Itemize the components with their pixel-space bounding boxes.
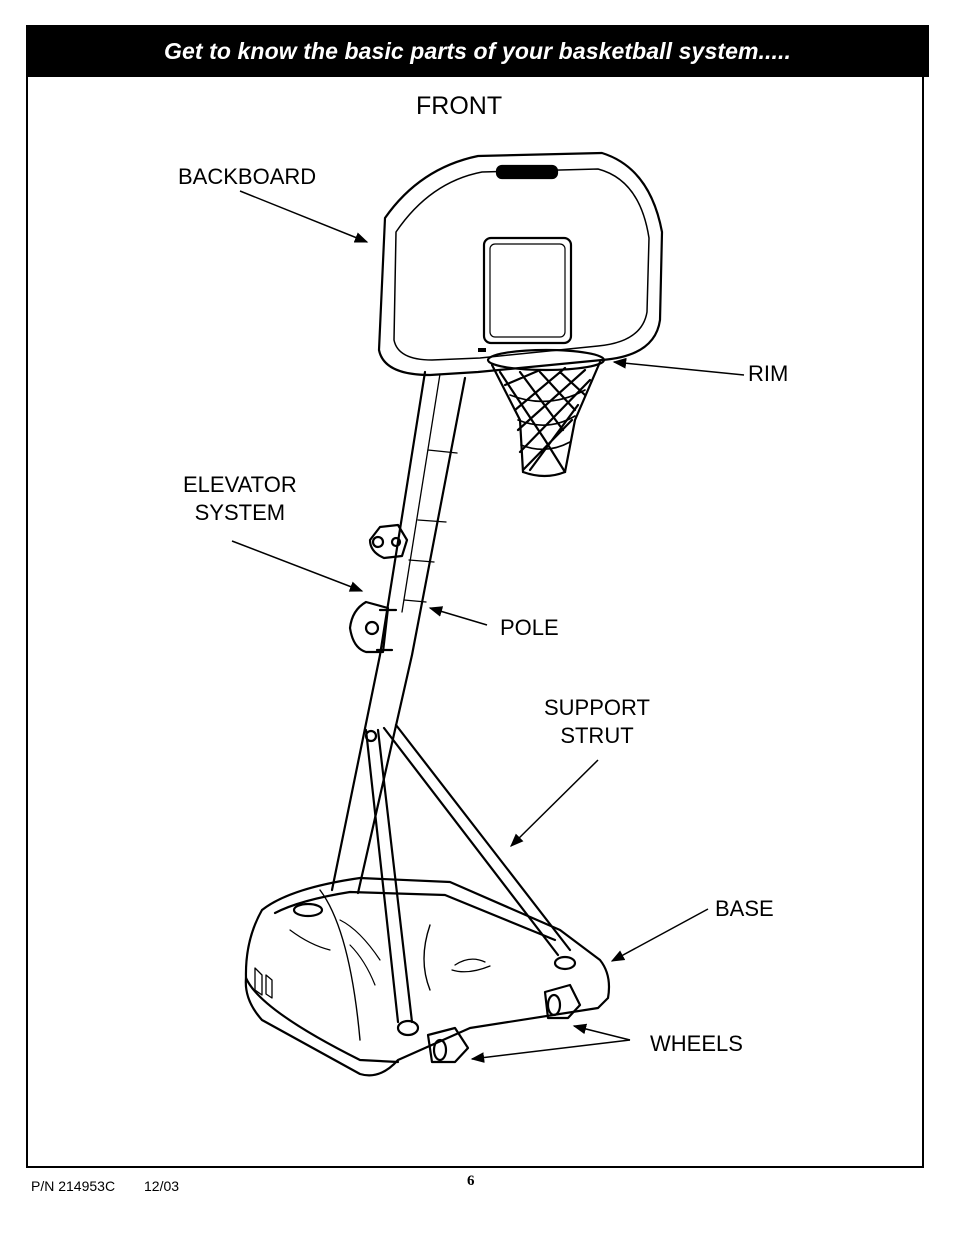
- rim-and-net: [486, 348, 606, 478]
- leader-arrows: [231, 190, 745, 1063]
- rim-label: RIM: [748, 361, 789, 386]
- base-label: BASE: [715, 896, 774, 921]
- header-title: Get to know the basic parts of your bask…: [164, 37, 791, 64]
- backboard-shape: [377, 151, 664, 377]
- view-title: FRONT: [416, 92, 503, 120]
- support-strut-shape: [364, 723, 572, 1024]
- wheels-label: WHEELS: [650, 1031, 743, 1056]
- elevator-label-line1: ELEVATOR: [183, 472, 297, 497]
- backboard-label: BACKBOARD: [178, 164, 317, 189]
- page-number: 6: [467, 1173, 475, 1189]
- part-number: P/N 214953C: [31, 1178, 116, 1194]
- strut-label-line1: SUPPORT: [544, 695, 650, 720]
- wheels-shape: [426, 983, 582, 1064]
- elevator-system-shape: [348, 523, 409, 654]
- footer-date: 12/03: [144, 1178, 180, 1194]
- elevator-label-line2: SYSTEM: [194, 500, 286, 525]
- elevator-system-label: ELEVATOR SYSTEM: [183, 471, 297, 527]
- support-strut-label: SUPPORT STRUT: [544, 694, 650, 750]
- pole-label: POLE: [500, 615, 559, 640]
- strut-label-line2: STRUT: [560, 723, 634, 748]
- header-bar: Get to know the basic parts of your bask…: [26, 25, 929, 77]
- base-shape: [244, 876, 611, 1077]
